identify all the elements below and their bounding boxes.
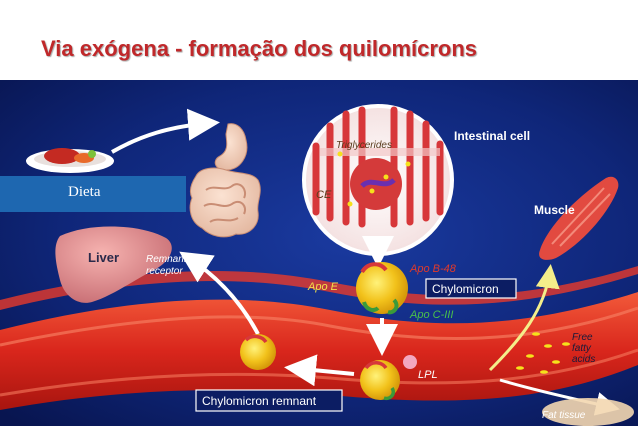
header: Via exógena - formação dos quilomícrons: [0, 0, 638, 80]
diet-to-gut-arrow: [111, 108, 220, 154]
fatty-acids-to-muscle-arrow: [488, 264, 560, 372]
fat-tissue-label: Fat tissue: [542, 410, 586, 421]
page-title: Via exógena - formação dos quilomícrons: [41, 36, 478, 61]
chylomicron-label-box: [425, 278, 517, 299]
remnant-receptor-label-line2: receptor: [146, 266, 183, 277]
dieta-band: [0, 176, 186, 212]
digestive-tract-icon: [189, 123, 261, 238]
ce-label: CE: [316, 189, 332, 201]
food-plate-icon: [26, 148, 114, 173]
lpl-to-remnant-arrow: [284, 354, 355, 387]
intestinal-cell-icon: [302, 104, 454, 256]
liver-label: Liver: [88, 250, 119, 265]
chylomicron-particle-icon: [356, 262, 408, 315]
liver-icon: [55, 226, 172, 303]
apo-c3-label: Apo C-III: [409, 309, 453, 321]
free-fatty-acids-label-line2: fatty: [572, 343, 592, 354]
lpl-label: LPL: [418, 369, 438, 381]
free-fatty-acid-dots: [516, 332, 570, 374]
chylomicron-remnant-label-box: [195, 389, 343, 412]
free-fatty-acids-label-line1: Free: [572, 332, 593, 343]
free-fatty-acids-label-line3: acids: [572, 354, 595, 365]
dieta-label: Dieta: [68, 184, 101, 200]
apo-b48-label: Apo B-48: [409, 263, 457, 275]
muscle-label: Muscle: [534, 203, 575, 217]
remnant-receptor-label-line1: Remnant: [146, 254, 188, 265]
fat-tissue-icon: [542, 398, 634, 426]
remnant-to-liver-arrow: [179, 251, 260, 335]
chylomicron-label: Chylomicron: [432, 282, 499, 296]
intestinal-cell-label: Intestinal cell: [454, 129, 530, 143]
chylomicron-remnant-label: Chylomicron remnant: [202, 394, 317, 408]
chylomicron-remnant-particle-icon: [240, 334, 276, 370]
muscle-icon: [539, 176, 619, 260]
triglycerides-label: Triglycerides: [336, 140, 392, 151]
chylomicron-lpl-particle-icon: [360, 355, 417, 401]
chylomicron-pathway-diagram: Triglycerides Intestinal cell CE Muscle …: [0, 80, 638, 426]
apo-e-label: Apo E: [307, 281, 339, 293]
